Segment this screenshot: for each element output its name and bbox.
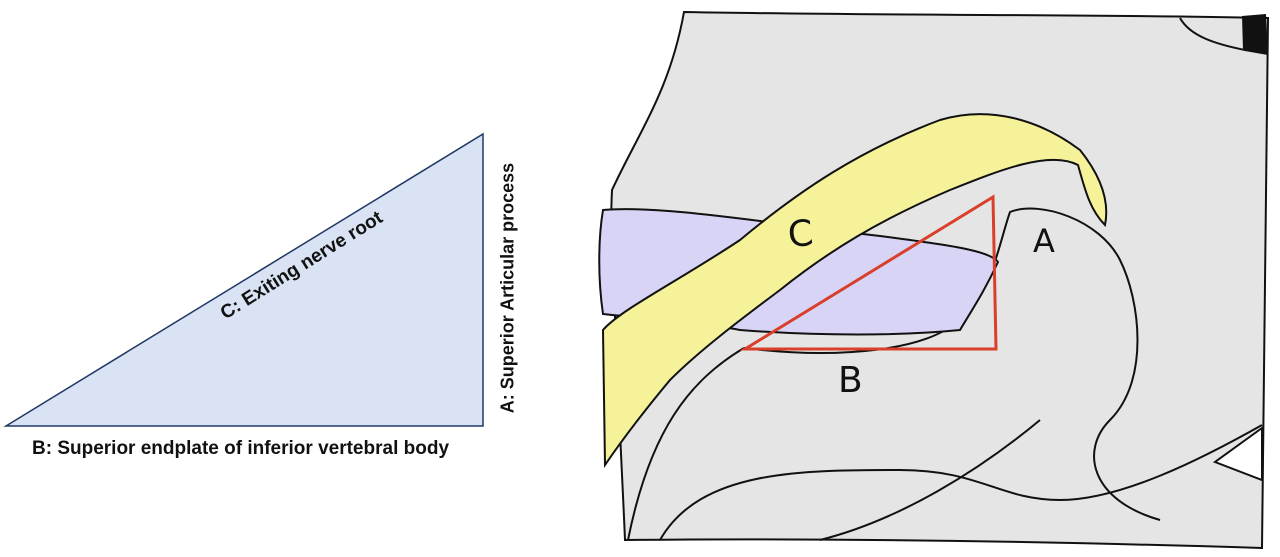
label-b: B: Superior endplate of inferior vertebr… xyxy=(32,438,450,459)
sketch xyxy=(598,10,1270,550)
inferior-vertebral-body xyxy=(627,207,1161,541)
sketch-letter-c: C xyxy=(785,212,816,257)
red-triangle xyxy=(739,194,998,351)
schematic-triangle xyxy=(3,132,484,427)
exiting-nerve-root xyxy=(601,113,1108,469)
lower-contour-2 xyxy=(819,419,1041,541)
lower-contour xyxy=(659,424,1263,541)
label-a: A: Superior Articular process xyxy=(497,162,518,414)
bottom-right-wedge xyxy=(1212,426,1263,482)
sketch-letter-b: B xyxy=(838,360,863,401)
sketch-letter-a: A xyxy=(1033,222,1055,260)
corner-mark xyxy=(1242,14,1268,54)
